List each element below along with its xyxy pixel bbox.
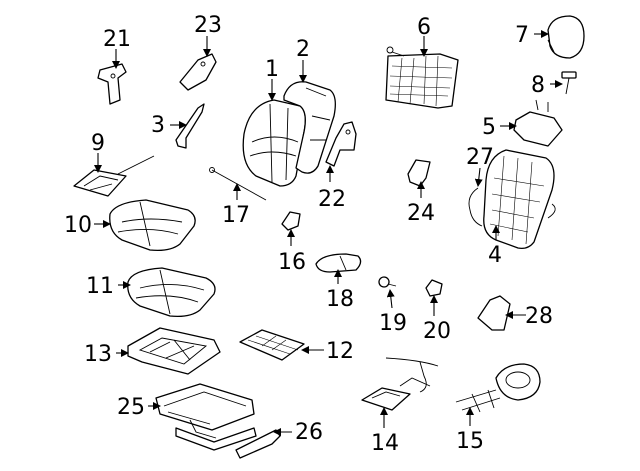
part-3-trim-strip [175, 103, 205, 149]
callout-24: 24 [407, 201, 435, 226]
part-21-bracket [97, 63, 127, 105]
part-20-clip [425, 279, 443, 297]
callout-15: 15 [456, 429, 484, 454]
part-18-handle [315, 253, 362, 273]
leader-27 [474, 167, 483, 187]
callout-4: 4 [488, 243, 502, 268]
callout-21: 21 [103, 27, 131, 52]
part-7-headrest [547, 15, 585, 59]
callout-9: 9 [91, 131, 105, 156]
part-13-cushion-frame [127, 327, 221, 375]
callout-20: 20 [423, 319, 451, 344]
callout-2: 2 [296, 37, 310, 62]
part-14-switch [361, 357, 439, 411]
callout-25: 25 [117, 395, 145, 420]
part-5-guide-bracket [513, 99, 563, 147]
part-16-knob [281, 211, 301, 231]
part-25-seat-track [155, 383, 257, 451]
callout-13: 13 [84, 342, 112, 367]
callout-6: 6 [417, 15, 431, 40]
part-15-motor [455, 363, 541, 413]
callout-16: 16 [278, 250, 306, 275]
part-23-bracket [179, 53, 217, 91]
part-22-side-bracket [325, 121, 357, 167]
part-1-seatback-cover [242, 99, 306, 187]
leader-lines [94, 30, 563, 436]
callout-14: 14 [371, 431, 399, 456]
part-27-harness [468, 187, 556, 227]
callout-27: 27 [466, 145, 494, 170]
callout-18: 18 [326, 287, 354, 312]
callout-5: 5 [482, 115, 496, 140]
part-4-seatback-frame [483, 149, 555, 250]
callout-11: 11 [86, 274, 114, 299]
callout-10: 10 [64, 213, 92, 238]
callout-1: 1 [265, 57, 279, 82]
part-12-pad-sheet [239, 329, 305, 361]
callout-7: 7 [515, 23, 529, 48]
part-8-guide [561, 71, 577, 95]
part-19-bolt [378, 276, 397, 288]
callout-12: 12 [326, 339, 354, 364]
callout-22: 22 [318, 187, 346, 212]
part-9-cushion-pan [73, 155, 155, 197]
part-6-lumbar-mat [385, 46, 459, 109]
part-26-track-cover [235, 429, 281, 459]
part-11-cushion-cover [127, 267, 216, 318]
callout-numbers: 21 23 1 2 3 9 10 11 13 25 26 12 17 16 18… [64, 13, 553, 456]
callout-8: 8 [531, 73, 545, 98]
callout-17: 17 [222, 203, 250, 228]
part-24-bracket [407, 159, 431, 187]
leader-19 [386, 289, 395, 309]
callout-28: 28 [525, 304, 553, 329]
callout-3: 3 [151, 113, 165, 138]
callout-19: 19 [379, 311, 407, 336]
callout-23: 23 [194, 13, 222, 38]
part-10-cushion-pad [109, 199, 196, 252]
callout-26: 26 [295, 420, 323, 445]
part-28-cover [477, 295, 511, 331]
